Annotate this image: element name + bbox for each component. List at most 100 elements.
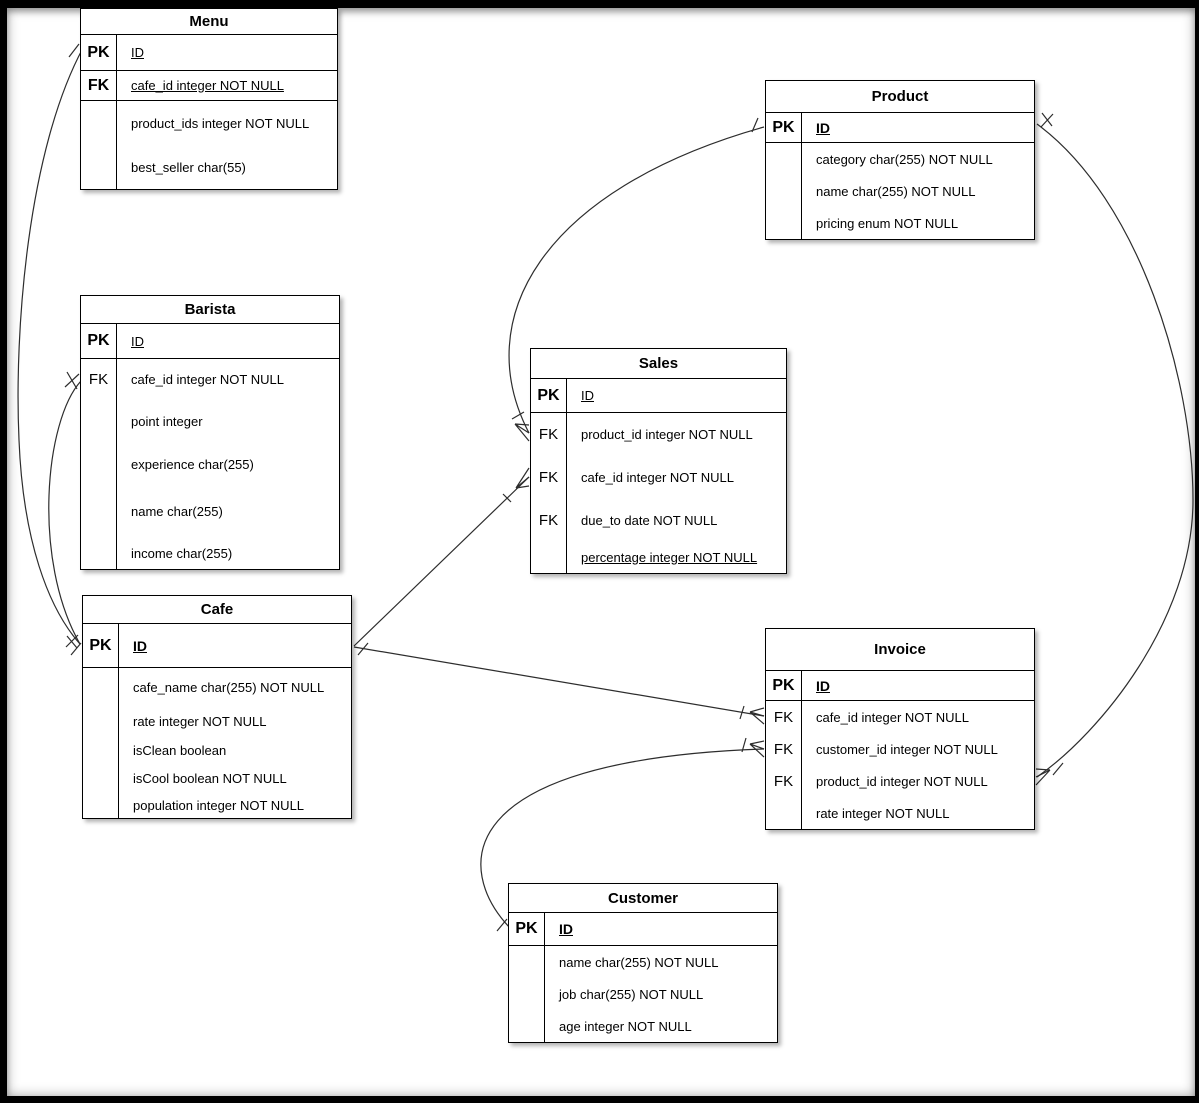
field-text: job char(255) NOT NULL: [559, 986, 704, 1002]
field-row: PK ID: [766, 113, 1034, 143]
entity-title-customer: Customer: [509, 884, 777, 913]
field-text: customer_id integer NOT NULL: [816, 741, 998, 757]
edge-end-tick: [741, 737, 747, 753]
key-badge: [81, 443, 117, 485]
field-row: point integer: [81, 399, 339, 443]
field-row: product_ids integer NOT NULL: [81, 101, 337, 145]
key-badge: FK: [81, 359, 117, 399]
field-row: isCool boolean NOT NULL: [83, 764, 351, 792]
field-text: cafe_name char(255) NOT NULL: [133, 679, 325, 695]
field-text: isCool boolean NOT NULL: [133, 770, 287, 786]
edge-end-cross: [1040, 112, 1054, 128]
entity-title-barista: Barista: [81, 296, 339, 324]
field-row: name char(255) NOT NULL: [766, 175, 1034, 207]
edge-end-crowfoot: [1035, 768, 1051, 786]
edge-end-tick: [357, 642, 369, 656]
key-badge: [81, 485, 117, 537]
key-badge: [81, 537, 117, 569]
key-badge: FK: [766, 765, 802, 797]
key-badge: [81, 145, 117, 189]
key-badge: [83, 764, 119, 792]
key-badge: [509, 978, 545, 1010]
field-row: best_seller char(55): [81, 145, 337, 189]
key-badge: PK: [766, 671, 802, 700]
relationship-sales-cafe[interactable]: [353, 467, 530, 656]
relationship-barista-cafe[interactable]: [48, 371, 82, 656]
field-row: PK ID: [766, 671, 1034, 701]
field-row: isClean boolean: [83, 736, 351, 764]
field-text: ID: [581, 388, 594, 403]
field-text: ID: [816, 677, 830, 694]
field-row: job char(255) NOT NULL: [509, 978, 777, 1010]
field-text: cafe_id integer NOT NULL: [131, 371, 284, 387]
entity-title-invoice: Invoice: [766, 629, 1034, 671]
entity-title-product: Product: [766, 81, 1034, 113]
edge-end-tick: [1052, 762, 1064, 776]
key-badge: PK: [509, 913, 545, 945]
key-badge: PK: [81, 324, 117, 358]
edge-end-tick: [68, 43, 80, 58]
field-text: product_ids integer NOT NULL: [131, 115, 310, 131]
field-row: rate integer NOT NULL: [83, 706, 351, 736]
field-text: ID: [131, 333, 144, 349]
key-badge: PK: [766, 113, 802, 142]
key-badge: PK: [81, 35, 117, 70]
key-badge: [766, 797, 802, 829]
field-row: PK ID: [531, 379, 786, 413]
relationship-invoice-product[interactable]: [1035, 112, 1194, 786]
field-text: product_id integer NOT NULL: [816, 773, 988, 789]
field-text: ID: [131, 45, 144, 60]
entity-title-cafe: Cafe: [83, 596, 351, 624]
key-badge: FK: [766, 733, 802, 765]
key-badge: [766, 143, 802, 175]
field-row: rate integer NOT NULL: [766, 797, 1034, 829]
field-text: ID: [816, 119, 830, 136]
key-badge: [83, 668, 119, 706]
key-badge: [83, 706, 119, 736]
key-badge: [83, 736, 119, 764]
field-text: cafe_id integer NOT NULL: [581, 470, 734, 485]
field-row: FK customer_id integer NOT NULL: [766, 733, 1034, 765]
field-row: income char(255): [81, 537, 339, 569]
field-row: population integer NOT NULL: [83, 792, 351, 818]
field-row: PK ID: [81, 35, 337, 71]
key-badge: [81, 101, 117, 145]
field-row: PK ID: [81, 324, 339, 359]
field-text: rate integer NOT NULL: [816, 805, 950, 821]
field-text: population integer NOT NULL: [133, 797, 305, 813]
key-badge: [509, 1010, 545, 1042]
key-badge: [766, 175, 802, 207]
edge-end-tick: [751, 117, 759, 133]
edge-end-tick: [739, 705, 745, 720]
edge-end-crowfoot: [515, 467, 530, 489]
field-row: category char(255) NOT NULL: [766, 143, 1034, 175]
field-text: name char(255): [131, 503, 223, 519]
field-text: ID: [133, 637, 147, 654]
field-text: pricing enum NOT NULL: [816, 215, 959, 231]
field-text: best_seller char(55): [131, 159, 246, 175]
field-text: percentage integer NOT NULL: [581, 549, 758, 565]
field-row: name char(255) NOT NULL: [509, 946, 777, 978]
relationship-menu-cafe[interactable]: [17, 43, 84, 649]
relationship-invoice-cafe[interactable]: [353, 646, 765, 725]
field-text: name char(255) NOT NULL: [816, 183, 976, 199]
field-text: ID: [559, 921, 573, 937]
field-row: pricing enum NOT NULL: [766, 207, 1034, 239]
entity-title-sales: Sales: [531, 349, 786, 379]
key-badge: FK: [531, 499, 567, 541]
key-badge: PK: [531, 379, 567, 412]
field-text: age integer NOT NULL: [559, 1018, 692, 1034]
field-row: name char(255): [81, 485, 339, 537]
